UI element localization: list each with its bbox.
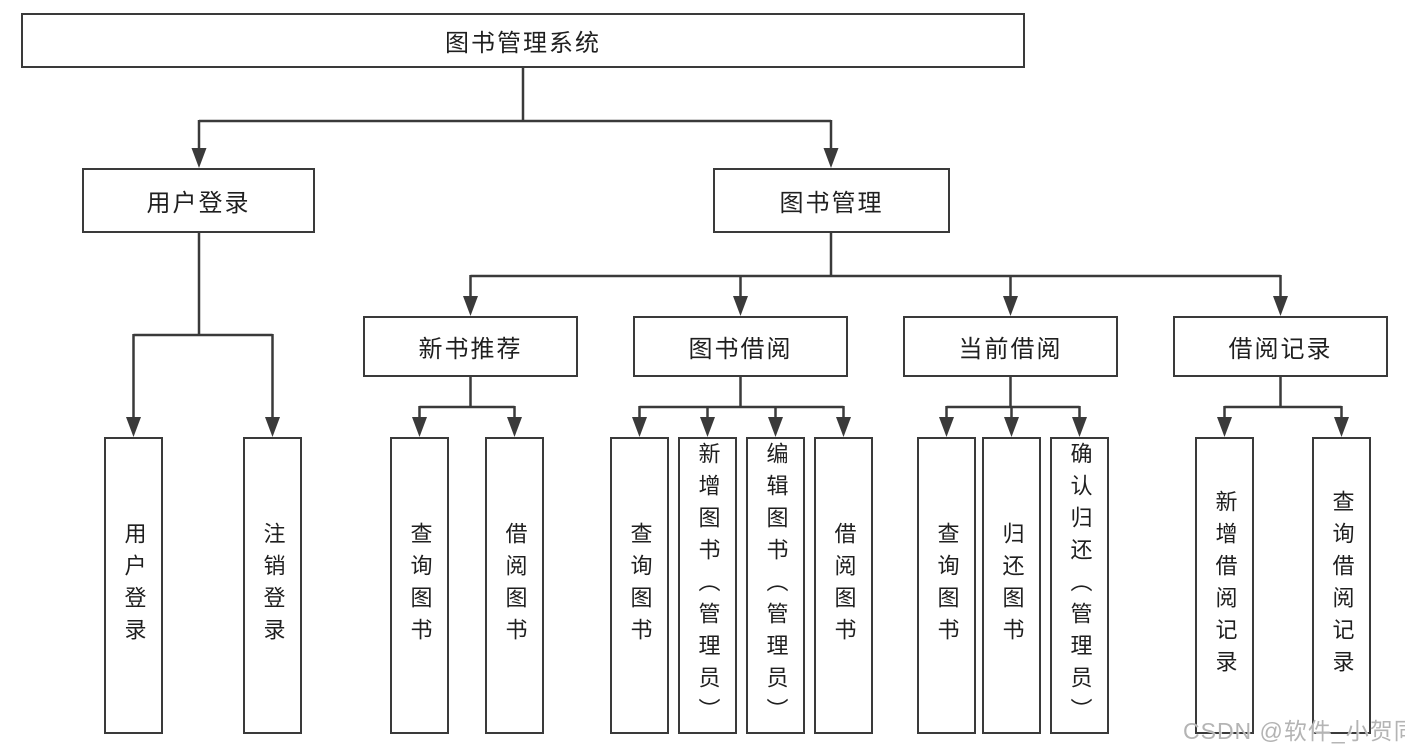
node-label: 归还图书 — [999, 521, 1025, 650]
node-leaf-current-query: 查询图书 — [917, 437, 976, 734]
node-label: 注销登录 — [260, 521, 286, 650]
node-leaf-borrow-query: 查询图书 — [610, 437, 669, 734]
node-leaf-borrow-edit-admin: 编辑图书（管理员） — [746, 437, 805, 734]
node-label: 查询图书 — [627, 521, 653, 650]
node-leaf-current-return: 归还图书 — [982, 437, 1041, 734]
node-label: 查询借阅记录 — [1329, 489, 1355, 682]
node-leaf-current-confirm-admin: 确认归还（管理员） — [1050, 437, 1109, 734]
node-user-login-branch: 用户登录 — [82, 168, 315, 233]
node-label: 用户登录 — [121, 521, 147, 650]
node-leaf-newbook-query: 查询图书 — [390, 437, 449, 734]
connector-user-login — [132, 233, 274, 420]
arrowhead — [1334, 417, 1349, 437]
node-label: 编辑图书（管理员） — [763, 441, 789, 730]
connector-book-borrow — [638, 377, 845, 420]
arrowhead — [126, 417, 141, 437]
node-book-management-branch: 图书管理 — [713, 168, 950, 233]
node-leaf-records-add: 新增借阅记录 — [1195, 437, 1254, 734]
connector-borrow-records — [1223, 377, 1343, 420]
arrowhead — [1003, 296, 1018, 316]
connector-new-book — [418, 377, 516, 420]
node-label: 确认归还（管理员） — [1067, 441, 1093, 730]
node-label: 新增图书（管理员） — [695, 441, 721, 730]
connector-book-management — [469, 233, 1282, 298]
arrowhead — [463, 296, 478, 316]
arrowhead — [1004, 417, 1019, 437]
node-label: 查询图书 — [407, 521, 433, 650]
arrowhead — [823, 148, 839, 168]
csdn-watermark: CSDN @软件_小贺同学 — [1183, 718, 1405, 744]
node-leaf-borrow-lend: 借阅图书 — [814, 437, 873, 734]
node-leaf-logout: 注销登录 — [243, 437, 302, 734]
node-current-borrow: 当前借阅 — [903, 316, 1118, 377]
node-new-book-recommend: 新书推荐 — [363, 316, 578, 377]
connector-root — [197, 68, 833, 150]
node-leaf-borrow-add-admin: 新增图书（管理员） — [678, 437, 737, 734]
arrowhead — [632, 417, 647, 437]
arrowhead — [265, 417, 280, 437]
node-leaf-user-login: 用户登录 — [104, 437, 163, 734]
arrowhead — [507, 417, 522, 437]
arrowhead — [191, 148, 207, 168]
node-label: 借阅图书 — [502, 521, 528, 650]
arrowhead — [1217, 417, 1232, 437]
arrowhead — [836, 417, 851, 437]
arrowhead — [1273, 296, 1288, 316]
arrowhead — [768, 417, 783, 437]
arrowhead — [733, 296, 748, 316]
node-borrow-records: 借阅记录 — [1173, 316, 1388, 377]
node-label: 新增借阅记录 — [1212, 489, 1238, 682]
node-label: 查询图书 — [934, 521, 960, 650]
arrowhead — [1072, 417, 1087, 437]
connector-current-borrow — [945, 377, 1081, 420]
node-label: 借阅图书 — [831, 521, 857, 650]
node-leaf-newbook-borrow: 借阅图书 — [485, 437, 544, 734]
node-book-borrow: 图书借阅 — [633, 316, 848, 377]
node-leaf-records-query: 查询借阅记录 — [1312, 437, 1371, 734]
arrowhead — [939, 417, 954, 437]
arrowhead — [412, 417, 427, 437]
node-root-system: 图书管理系统 — [21, 13, 1025, 68]
arrowhead — [700, 417, 715, 437]
